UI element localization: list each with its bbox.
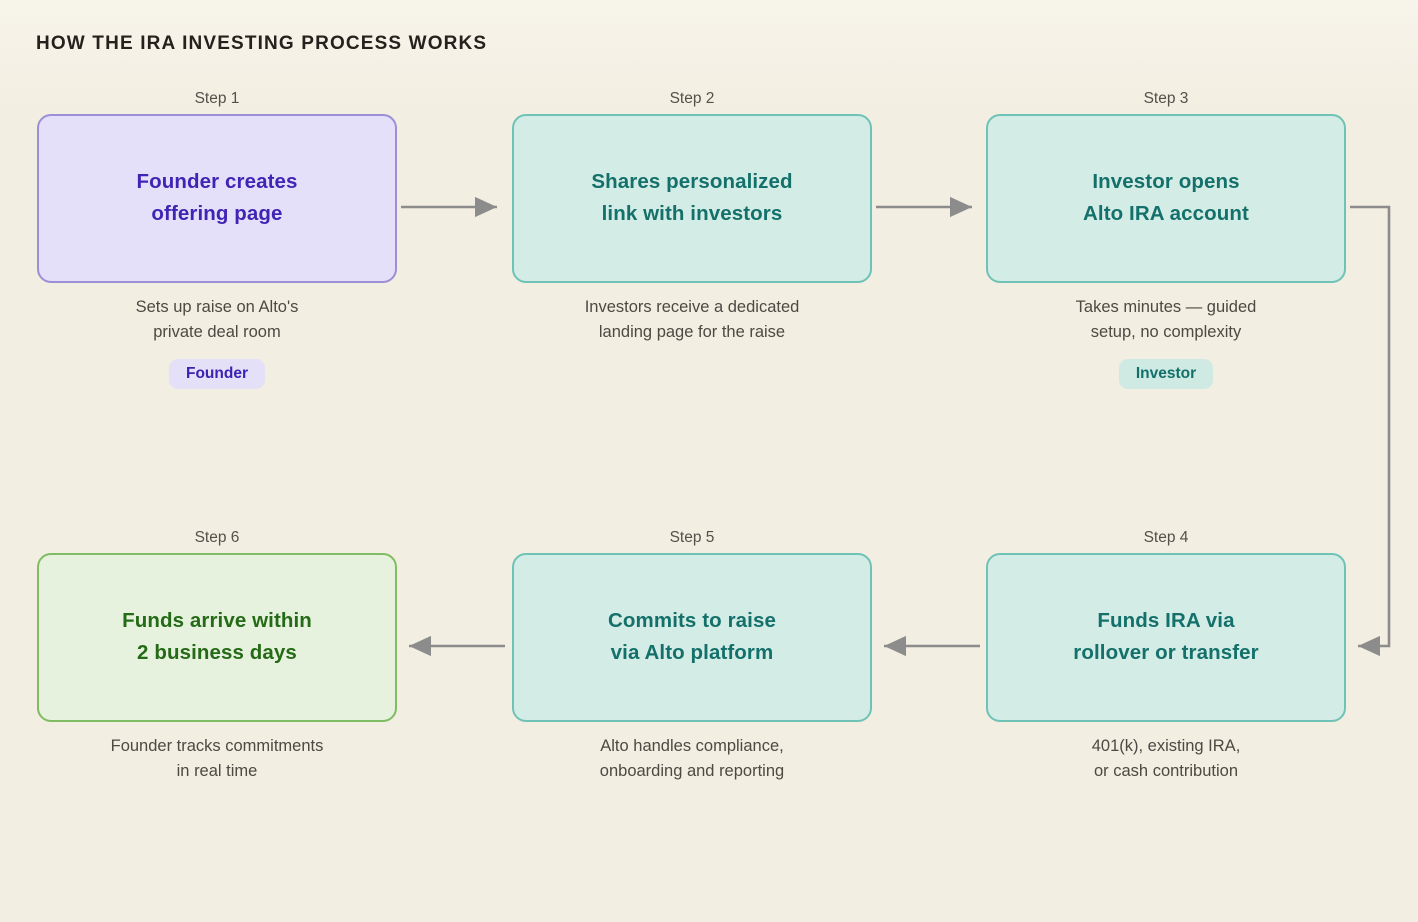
step-box-title-2: Shares personalized link with investors — [591, 170, 793, 225]
step-box-2[interactable]: Shares personalized link with investors — [512, 113, 872, 283]
step-caption-2: Investors receive a dedicated landing pa… — [584, 297, 800, 341]
step-badge-row-3: Investor — [986, 358, 1346, 390]
step-box-title-5: Commits to raise via Alto platform — [608, 609, 776, 664]
step-node-4[interactable]: Step 4 Funds IRA via rollover or transfe… — [986, 530, 1346, 784]
step-box-3[interactable]: Investor opens Alto IRA account — [986, 113, 1346, 283]
step-box-title-1: Founder creates offering page — [136, 170, 298, 225]
step-box-5[interactable]: Commits to raise via Alto platform — [512, 552, 872, 722]
step-caption-4: 401(k), existing IRA, or cash contributi… — [1091, 736, 1241, 780]
step-label-2: Step 2 — [669, 90, 715, 107]
step-badge-1: Founder — [169, 358, 265, 390]
step-node-3[interactable]: Step 3 Investor opens Alto IRA account T… — [986, 90, 1346, 390]
step-caption-3: Takes minutes — guided setup, no complex… — [1075, 297, 1257, 341]
step-box-1[interactable]: Founder creates offering page — [37, 113, 397, 283]
step-box-4[interactable]: Funds IRA via rollover or transfer — [986, 552, 1346, 722]
step-label-4: Step 4 — [1143, 529, 1189, 546]
step-badge-row-1: Founder — [37, 358, 397, 390]
step-node-1[interactable]: Step 1 Founder creates offering page Set… — [37, 90, 397, 390]
connector-step3-step4 — [1350, 205, 1391, 657]
step-node-2[interactable]: Step 2 Shares personalized link with inv… — [512, 91, 872, 345]
step-node-6[interactable]: Step 6 Funds arrive within 2 business da… — [37, 530, 397, 784]
step-node-5[interactable]: Step 5 Commits to raise via Alto platfor… — [512, 530, 872, 784]
step-box-title-3: Investor opens Alto IRA account — [1083, 170, 1249, 225]
step-caption-1: Sets up raise on Alto's private deal roo… — [135, 297, 299, 341]
page-title: HOW THE IRA INVESTING PROCESS WORKS — [36, 33, 488, 54]
step-caption-6: Founder tracks commitments in real time — [110, 736, 324, 780]
step-box-title-4: Funds IRA via rollover or transfer — [1073, 609, 1259, 664]
step-box-title-6: Funds arrive within 2 business days — [122, 609, 312, 664]
step-label-5: Step 5 — [669, 529, 715, 546]
step-label-1: Step 1 — [194, 90, 240, 107]
step-label-3: Step 3 — [1143, 90, 1189, 107]
step-caption-5: Alto handles compliance, onboarding and … — [599, 736, 785, 780]
step-label-6: Step 6 — [194, 529, 240, 546]
step-box-6[interactable]: Funds arrive within 2 business days — [37, 552, 397, 722]
step-badge-3: Investor — [1118, 358, 1214, 390]
